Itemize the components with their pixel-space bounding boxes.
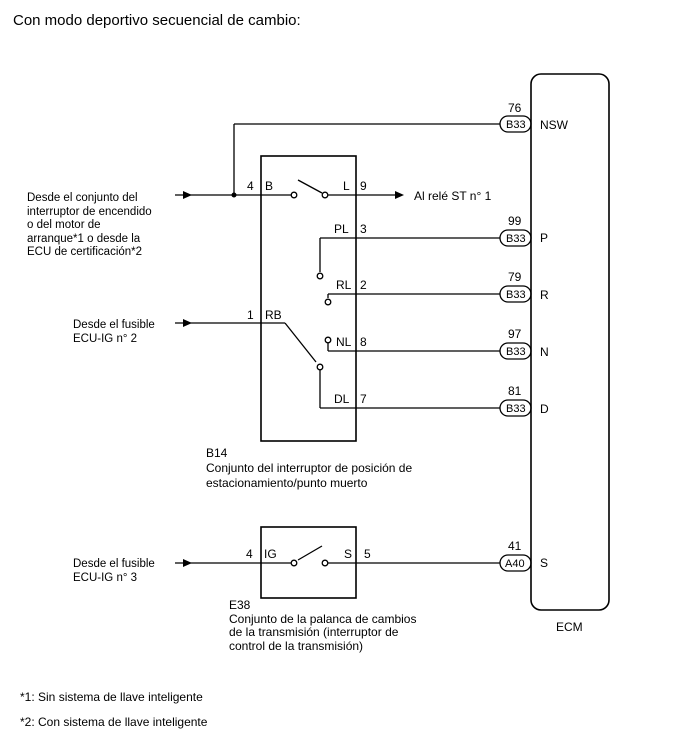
svg-text:76: 76 [508,101,522,115]
svg-text:41: 41 [508,539,522,553]
wire-ignition-input [175,179,404,199]
footnote-1: *1: Sin sistema de llave inteligente [20,690,203,704]
svg-text:B33: B33 [506,119,526,131]
svg-text:4: 4 [247,179,254,193]
svg-text:PL: PL [334,222,349,236]
svg-text:NL: NL [336,335,352,349]
connector-d: B33 81 D [499,384,549,417]
svg-text:B33: B33 [506,403,526,415]
relay-label: Al relé ST n° 1 [414,189,492,203]
svg-text:B33: B33 [506,233,526,245]
svg-text:A40: A40 [505,558,525,570]
svg-text:S: S [344,547,352,561]
svg-text:IG: IG [264,547,277,561]
connector-s: A40 41 S [499,539,548,572]
wire-dl [316,363,500,409]
wire-s [175,545,500,567]
arrow-icon [395,191,404,199]
svg-text:2: 2 [360,278,367,292]
svg-text:B: B [265,179,273,193]
footnote-2: *2: Con sistema de llave inteligente [20,715,208,729]
svg-text:B33: B33 [506,346,526,358]
source-fuse3-label: Desde el fusible ECU-IG n° 3 [73,558,155,584]
connector-r: B33 79 R [499,270,549,303]
b14-box [260,155,357,442]
svg-text:NSW: NSW [540,118,569,132]
arrow-icon [183,319,192,327]
e38-description: E38 Conjunto de la palanca de cambios de… [229,598,417,653]
svg-text:7: 7 [360,392,367,406]
svg-text:S: S [540,556,548,570]
wire-rl [324,293,500,306]
wire-nsw [231,123,500,198]
arrow-icon [183,191,192,199]
arrow-icon [183,559,192,567]
svg-text:97: 97 [508,327,522,341]
svg-text:DL: DL [334,392,350,406]
svg-text:R: R [540,288,549,302]
connector-p: B33 99 P [499,214,548,247]
svg-text:P: P [540,231,548,245]
svg-text:5: 5 [364,547,371,561]
b14-description: B14 Conjunto del interruptor de posición… [206,446,413,490]
wire-pl [316,237,500,280]
svg-text:D: D [540,402,549,416]
ecm-label: ECM [556,620,583,634]
svg-text:L: L [343,179,350,193]
ecm-box [530,73,610,611]
svg-text:99: 99 [508,214,522,228]
source-ignition-label: Desde el conjunto del interruptor de enc… [27,192,152,258]
svg-text:3: 3 [360,222,367,236]
svg-text:9: 9 [360,179,367,193]
svg-text:81: 81 [508,384,522,398]
page-title: Con modo deportivo secuencial de cambio: [13,12,301,29]
wire-nl [324,336,500,352]
svg-text:B33: B33 [506,289,526,301]
b14-pin-labels: 4 B L 9 PL 3 RL 2 1 RB NL 8 DL 7 [247,179,367,406]
svg-text:N: N [540,345,549,359]
svg-text:RL: RL [336,278,352,292]
svg-text:RB: RB [265,308,282,322]
wire-rb [175,319,317,363]
svg-text:1: 1 [247,308,254,322]
connector-nsw: B33 76 NSW [499,101,569,133]
svg-text:8: 8 [360,335,367,349]
svg-text:4: 4 [246,547,253,561]
e38-pin-labels: 4 IG S 5 [246,547,371,561]
connector-n: B33 97 N [499,327,549,360]
svg-text:79: 79 [508,270,522,284]
source-fuse2-label: Desde el fusible ECU-IG n° 2 [73,319,155,345]
